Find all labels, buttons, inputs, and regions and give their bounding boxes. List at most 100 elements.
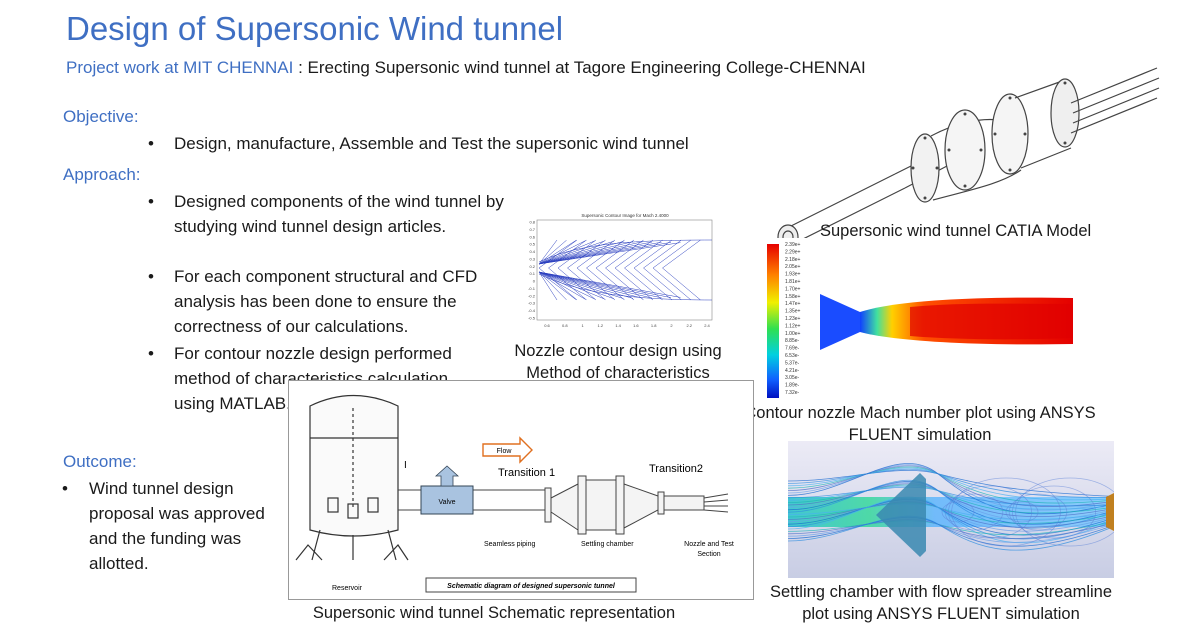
characteristic-line <box>538 241 643 265</box>
characteristic-line <box>538 240 605 265</box>
characteristic-line <box>595 239 635 269</box>
streamline <box>788 515 1114 551</box>
mach-legend-label: 2.05e+ <box>785 264 801 270</box>
schematic-marker: I <box>404 460 407 471</box>
subtitle-highlight: Project work at MIT CHENNAI <box>66 58 294 77</box>
moc-y-tick: 0.4 <box>529 249 535 254</box>
mach-legend-label: 1.70e+ <box>785 286 801 292</box>
mach-legend-label: 5.37e- <box>785 360 800 366</box>
mach-legend-label: 7.32e- <box>785 390 800 396</box>
moc-y-tick: -0.5 <box>528 316 536 321</box>
moc-y-tick: 0.6 <box>529 234 535 239</box>
moc-plot-title: Supersonic Contour Image for Mach 2.4000 <box>581 213 669 218</box>
moc-x-tick: 1.6 <box>633 323 639 328</box>
characteristic-line <box>538 271 558 301</box>
characteristic-line <box>538 271 672 298</box>
flow-arrow <box>482 436 533 464</box>
moc-x-tick: 2.2 <box>686 323 692 328</box>
moc-y-tick: 0.7 <box>529 227 535 232</box>
inner-caption-box <box>425 577 637 593</box>
catia-caption: Supersonic wind tunnel CATIA Model <box>820 222 1092 240</box>
mach-legend-label: 1.89e- <box>785 383 800 389</box>
characteristic-line <box>538 239 578 269</box>
mach-caption-line-2: FLUENT simulation <box>848 426 992 444</box>
characteristic-line <box>538 240 596 265</box>
valve-label: Valve <box>439 499 456 506</box>
vortex-loop <box>1011 485 1096 539</box>
characteristic-line <box>538 241 653 265</box>
characteristic-line <box>538 240 577 265</box>
moc-caption-line-1: Nozzle contour design using <box>514 342 722 360</box>
mach-legend-label: 2.18e+ <box>785 257 801 263</box>
characteristic-line <box>538 271 615 300</box>
characteristic-line <box>538 271 605 300</box>
moc-y-tick: 0.1 <box>529 271 535 276</box>
mach-colorbar <box>767 244 779 398</box>
mach-legend-label: 1.81e+ <box>785 279 801 285</box>
mach-contour-plot: 2.39e+2.29e+2.18e+2.05e+1.93e+1.81e+1.70… <box>767 242 1073 398</box>
characteristic-line <box>538 242 681 265</box>
vortex-loop <box>1015 477 1114 547</box>
characteristic-line <box>538 271 634 299</box>
characteristic-line <box>652 239 692 269</box>
vortex-loop <box>951 477 1061 547</box>
moc-x-tick: 2 <box>670 323 673 328</box>
nozzle-label-1: Nozzle and Test <box>684 541 734 548</box>
streamline-caption-line-1: Settling chamber with flow spreader stre… <box>769 583 1113 601</box>
valve-arrow <box>434 465 460 487</box>
mach-legend-label: 8.85e- <box>785 338 800 344</box>
characteristic-line <box>538 242 672 265</box>
approach-bullet-2-text: For each component structural and CFD an… <box>174 267 478 336</box>
transition1-label: Transition 1 <box>498 467 555 479</box>
objective-bullet: • Design, manufacture, Assemble and Test… <box>148 131 714 156</box>
outcome-bullet-text: Wind tunnel design proposal was approved… <box>89 479 265 573</box>
characteristic-line <box>643 267 682 301</box>
characteristic-line <box>538 271 567 300</box>
streamline <box>788 463 1114 515</box>
approach-heading: Approach: <box>63 165 141 184</box>
bullet-dot: • <box>148 267 154 286</box>
moc-y-tick: 0 <box>533 279 536 284</box>
moc-x-tick: 2.4 <box>704 323 710 328</box>
slide-title: Design of Supersonic Wind tunnel <box>66 10 564 47</box>
streamline-plot <box>788 441 1114 578</box>
nozzle-converging <box>820 294 860 350</box>
outcome-heading: Outcome: <box>63 452 137 471</box>
streamline <box>788 479 1114 529</box>
subtitle-rest: : Erecting Supersonic wind tunnel at Tag… <box>293 58 866 77</box>
moc-y-tick: -0.1 <box>528 286 536 291</box>
moc-y-tick: 0.5 <box>529 242 535 247</box>
flow-spreader <box>876 473 926 557</box>
moc-x-tick: 1.8 <box>651 323 657 328</box>
moc-y-tick: -0.4 <box>528 308 536 313</box>
moc-caption-line-2: Method of characteristics <box>526 364 710 382</box>
vortex-loop <box>947 485 1032 539</box>
schematic-caption: Supersonic wind tunnel Schematic represe… <box>312 604 676 622</box>
mach-legend-label: 6.53e- <box>785 353 800 359</box>
objective-heading: Objective: <box>63 107 139 126</box>
moc-y-tick: -0.3 <box>528 301 536 306</box>
vortex-loop <box>1008 493 1068 531</box>
moc-x-tick: 1.2 <box>598 323 604 328</box>
vortex-loop <box>1005 501 1039 523</box>
moc-x-tick: 0.6 <box>544 323 550 328</box>
mach-legend-label: 1.00e+ <box>785 331 801 337</box>
mach-legend-label: 2.39e+ <box>785 242 801 248</box>
moc-y-tick: -0.2 <box>528 293 536 298</box>
streamline-caption: Settling chamber with flow spreader stre… <box>726 581 1156 625</box>
bullet-dot: • <box>148 192 154 211</box>
plot-frame <box>536 219 713 321</box>
mach-legend-label: 2.29e+ <box>785 249 801 255</box>
bullet-dot: • <box>148 134 154 153</box>
approach-bullet-2: • For each component structural and CFD … <box>148 264 514 339</box>
characteristic-line <box>662 239 701 269</box>
moc-plot: Supersonic Contour Image for Mach 2.4000… <box>528 213 713 328</box>
moc-y-tick: 0.8 <box>529 220 535 225</box>
characteristic-line <box>538 271 681 298</box>
contour-upper <box>538 239 713 263</box>
mach-legend-label: 1.12e+ <box>785 323 801 329</box>
settling-label: Settling chamber <box>581 541 634 548</box>
characteristic-line <box>643 239 682 269</box>
reservoir-tank <box>295 394 409 561</box>
characteristic-line <box>538 271 643 299</box>
